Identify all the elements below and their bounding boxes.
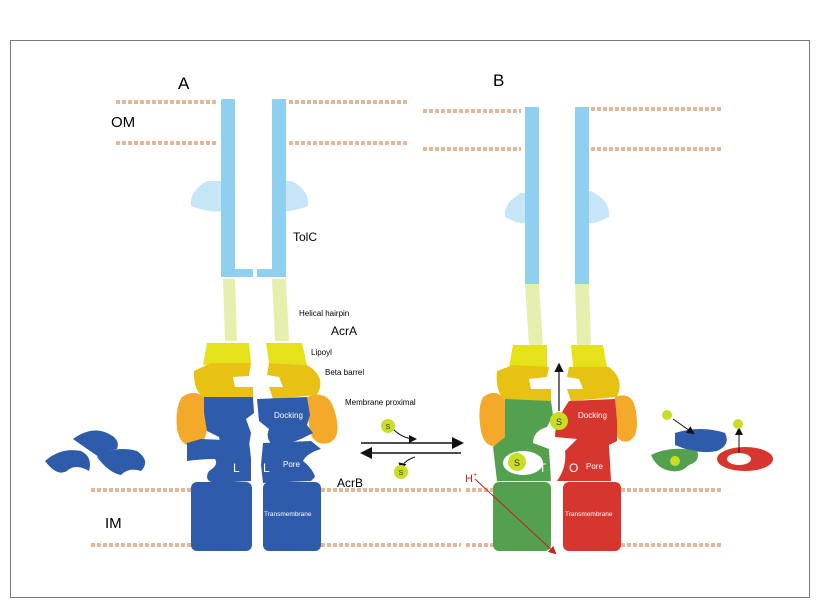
helical-hairpin-label: Helical hairpin: [299, 309, 349, 318]
panel-label-b: B: [493, 71, 504, 90]
substrate-trimer-in: [662, 410, 672, 420]
acra-label: AcrA: [331, 324, 357, 338]
acrb-label: AcrB: [337, 476, 363, 490]
trimer-a: [45, 430, 146, 475]
complex-b: [479, 107, 773, 551]
acrab-tolc-diagram: A B OM IM: [45, 71, 773, 555]
beta-barrel-label: Beta barrel: [325, 368, 364, 377]
figure-frame: A B OM IM: [10, 40, 810, 598]
substrate-exit: [550, 412, 568, 430]
trimer-arrows: [672, 418, 743, 453]
substrate-between-arrows-bottom: [394, 465, 408, 479]
membrane-proximal-label: Membrane proximal: [345, 398, 416, 407]
outer-membrane-label: OM: [111, 114, 135, 131]
lipoyl-label: Lipoyl: [311, 348, 332, 357]
docking-label-a: Docking: [274, 411, 303, 420]
state-loose-2: L: [263, 461, 270, 475]
svg-text:S: S: [514, 458, 520, 468]
docking-label-b: Docking: [578, 411, 607, 420]
state-tight: T: [539, 461, 547, 475]
proton-arrow: [474, 478, 557, 555]
pore-label-a: Pore: [283, 460, 300, 469]
substrate-labels: S S S S: [386, 417, 562, 477]
outer-membrane: [116, 100, 721, 151]
inner-membrane: [91, 488, 721, 547]
svg-text:S: S: [386, 424, 391, 431]
substrates: [381, 410, 743, 479]
svg-text:S: S: [399, 470, 404, 477]
substrate-between-arrows-top: [381, 419, 395, 433]
acra-b: [479, 284, 637, 447]
transmembrane-label-a: Transmembrane: [264, 511, 312, 518]
tolc-a: [190, 99, 309, 277]
proton-label: H+: [465, 472, 477, 485]
substrate-trimer-out: [733, 419, 743, 429]
acra-a: [176, 279, 338, 447]
svg-text:S: S: [556, 417, 562, 427]
equilibrium-arrows: [360, 428, 464, 471]
tolc-b: [504, 107, 610, 284]
complex-a: [45, 99, 338, 551]
tolc-label: TolC: [293, 230, 317, 244]
pore-label-b: Pore: [586, 462, 603, 471]
substrate-tight: [508, 453, 526, 471]
panel-label-a: A: [178, 74, 190, 93]
state-open: O: [569, 461, 578, 475]
substrate-trimer-green: [670, 456, 680, 466]
acrb-a: [187, 397, 321, 551]
acrb-b-open: [555, 399, 621, 551]
inner-membrane-label: IM: [105, 515, 122, 532]
trimer-b: [651, 429, 773, 472]
transmembrane-label-b: Transmembrane: [565, 511, 613, 518]
state-loose-1: L: [233, 461, 240, 475]
